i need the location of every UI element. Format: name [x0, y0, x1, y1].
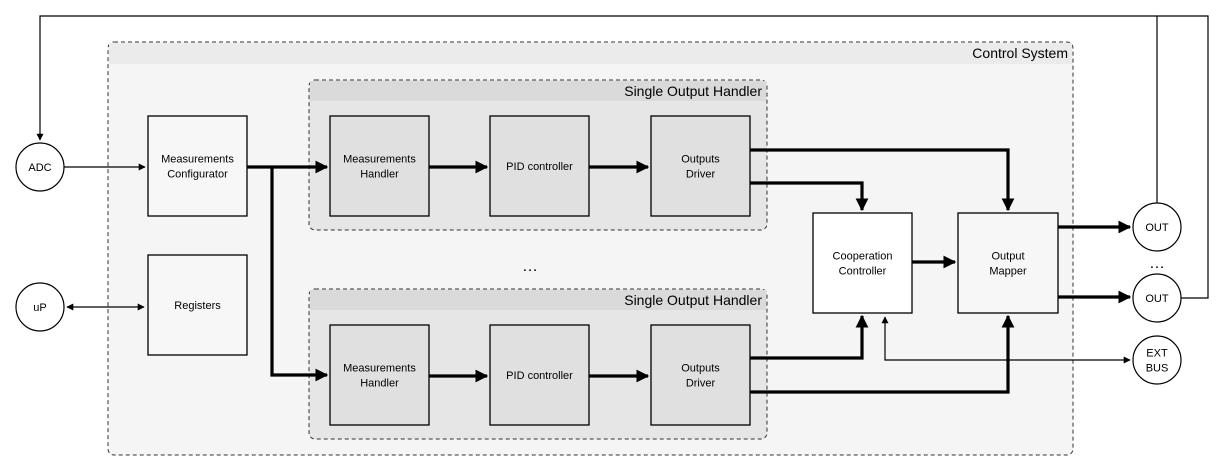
pid-controller-2-label: PID controller [506, 370, 573, 382]
ext-bus-coop-bidirectional-arrow [881, 316, 1131, 364]
driver-2-to-coop-arrow [750, 314, 869, 360]
handler-1-title: Single Output Handler [624, 83, 762, 99]
out2-feedback-line [1157, 15, 1209, 299]
out-port-2: OUT [1132, 273, 1182, 323]
out-1-label: OUT [1145, 222, 1169, 234]
driver-2-to-mapper-arrow [750, 314, 1015, 394]
adc-port: ADC [15, 142, 65, 192]
control-system-title: Control System [972, 45, 1068, 61]
pid-controller-1-label: PID controller [506, 161, 573, 173]
up-port: uP [15, 282, 65, 332]
handlers-ellipsis: … [522, 258, 538, 275]
driver-1-to-coop-arrow [750, 181, 869, 212]
out-2-label: OUT [1145, 293, 1169, 305]
pid-controller-2-block: PID controller [489, 324, 590, 426]
out-feedback-to-adc-line [36, 15, 1158, 203]
registers-label: Registers [174, 300, 221, 312]
configurator-to-handler-2-arrow [270, 167, 329, 382]
outputs-ellipsis: … [1149, 255, 1165, 272]
out-port-1: OUT [1132, 202, 1182, 252]
handler-2-title: Single Output Handler [624, 292, 762, 308]
adc-label: ADC [28, 162, 51, 174]
pid-controller-1-block: PID controller [489, 115, 590, 217]
up-label: uP [33, 302, 46, 314]
driver-1-to-mapper-arrow [750, 148, 1015, 212]
registers-block: Registers [147, 254, 248, 356]
